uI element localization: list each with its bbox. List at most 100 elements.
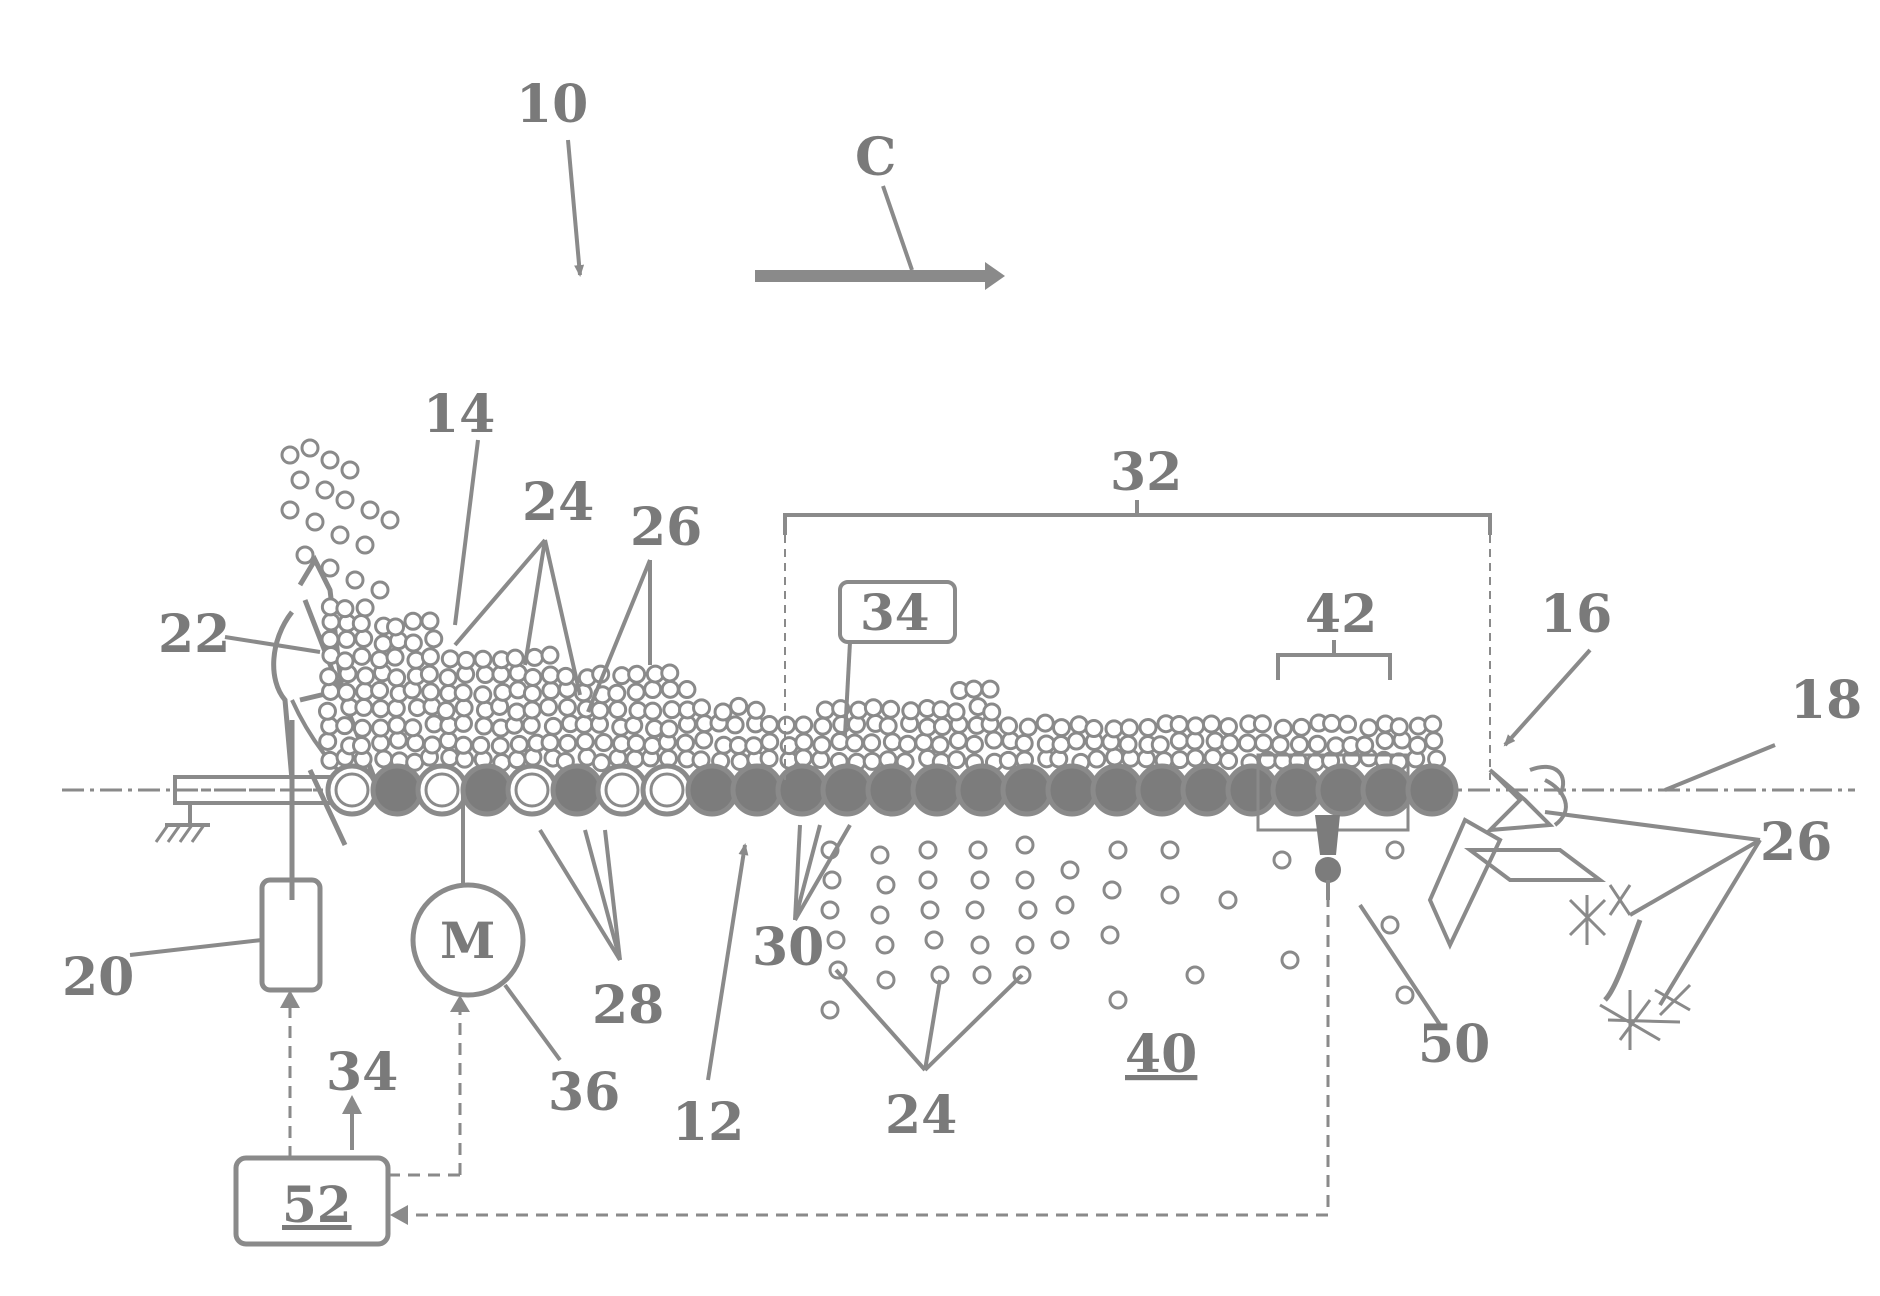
product-item xyxy=(509,704,525,720)
product-item xyxy=(1410,737,1426,753)
fallen-item xyxy=(920,842,936,858)
controller-52-label: 52 xyxy=(282,1175,352,1234)
ref-36-label: 36 xyxy=(548,1062,620,1123)
product-item xyxy=(337,492,353,508)
product-item xyxy=(342,462,358,478)
fallen-item xyxy=(1162,842,1178,858)
product-item xyxy=(426,631,442,647)
fallen-item xyxy=(922,902,938,918)
product-item xyxy=(762,734,778,750)
product-item xyxy=(405,720,421,736)
product-item xyxy=(507,650,523,666)
fallen-item xyxy=(926,932,942,948)
product-item xyxy=(525,669,541,685)
product-item xyxy=(1357,737,1373,753)
fallen-item xyxy=(1104,882,1120,898)
product-item xyxy=(884,734,900,750)
ref-24-top-label: 24 xyxy=(522,472,594,533)
product-item xyxy=(576,716,592,732)
product-item xyxy=(1309,736,1325,752)
ref-34-arrow-label: 34 xyxy=(326,1042,398,1103)
ref-24-bottom-leaders xyxy=(836,970,1022,1070)
product-item xyxy=(1221,753,1237,769)
fallen-item xyxy=(1020,902,1036,918)
roller xyxy=(1408,766,1456,814)
roller xyxy=(913,766,961,814)
sensor-box-34-label: 34 xyxy=(860,583,930,642)
sensor-50-body xyxy=(1315,815,1340,855)
product-item xyxy=(373,701,389,717)
product-item xyxy=(864,753,880,769)
product-item xyxy=(1086,721,1102,737)
ref-26-right-label: 26 xyxy=(1760,812,1832,873)
product-item xyxy=(610,702,626,718)
product-item xyxy=(900,736,916,752)
product-item xyxy=(1172,752,1188,768)
product-item xyxy=(1293,719,1309,735)
product-item xyxy=(730,737,746,753)
direction-arrow-head xyxy=(985,262,1005,290)
product-item xyxy=(694,700,710,716)
product-item xyxy=(389,717,405,733)
product-item xyxy=(1089,751,1105,767)
product-item xyxy=(1152,737,1168,753)
product-item xyxy=(389,670,405,686)
product-item xyxy=(322,631,338,647)
product-item xyxy=(815,718,831,734)
product-item xyxy=(475,651,491,667)
direction-label-leader xyxy=(883,186,912,270)
fallen-item xyxy=(872,847,888,863)
fallen-item xyxy=(974,967,990,983)
ref-14-label: 14 xyxy=(423,384,495,445)
product-item xyxy=(596,734,612,750)
product-item xyxy=(761,717,777,733)
product-item xyxy=(592,702,608,718)
product-item xyxy=(1426,733,1442,749)
outlet-debris xyxy=(1430,767,1690,1050)
product-item xyxy=(297,547,313,563)
product-item xyxy=(337,653,353,669)
product-item xyxy=(524,685,540,701)
product-item xyxy=(731,698,747,714)
product-item xyxy=(476,718,492,734)
product-item xyxy=(950,733,966,749)
product-item xyxy=(1140,719,1156,735)
product-item xyxy=(542,647,558,663)
product-item xyxy=(645,703,661,719)
product-item xyxy=(387,649,403,665)
product-item xyxy=(559,699,575,715)
ref-40-label: 40 xyxy=(1125,1024,1197,1085)
fallen-item xyxy=(920,872,936,888)
product-item xyxy=(357,600,373,616)
roller xyxy=(1318,766,1366,814)
product-item xyxy=(662,681,678,697)
product-item xyxy=(662,665,678,681)
product-item xyxy=(1391,719,1407,735)
product-item xyxy=(373,720,389,736)
product-item xyxy=(661,721,677,737)
product-item xyxy=(609,685,625,701)
product-item xyxy=(332,527,348,543)
product-item xyxy=(1255,735,1271,751)
product-item xyxy=(932,737,948,753)
product-item xyxy=(645,682,661,698)
product-item xyxy=(455,737,471,753)
product-item xyxy=(358,668,374,684)
ref-16-label: 16 xyxy=(1540,584,1612,645)
product-item xyxy=(353,615,369,631)
ref-12-label: 12 xyxy=(672,1092,744,1153)
product-item xyxy=(1121,720,1137,736)
product-item xyxy=(1106,721,1122,737)
product-item xyxy=(817,702,833,718)
product-item xyxy=(292,472,308,488)
fallen-item xyxy=(972,872,988,888)
product-item xyxy=(492,738,508,754)
product-item xyxy=(1324,715,1340,731)
ref-10-arrow xyxy=(568,140,580,275)
product-item xyxy=(1171,733,1187,749)
fallen-item xyxy=(1062,862,1078,878)
product-item xyxy=(440,670,456,686)
ref-28-leaders xyxy=(540,830,620,960)
direction-label: C xyxy=(855,127,896,188)
